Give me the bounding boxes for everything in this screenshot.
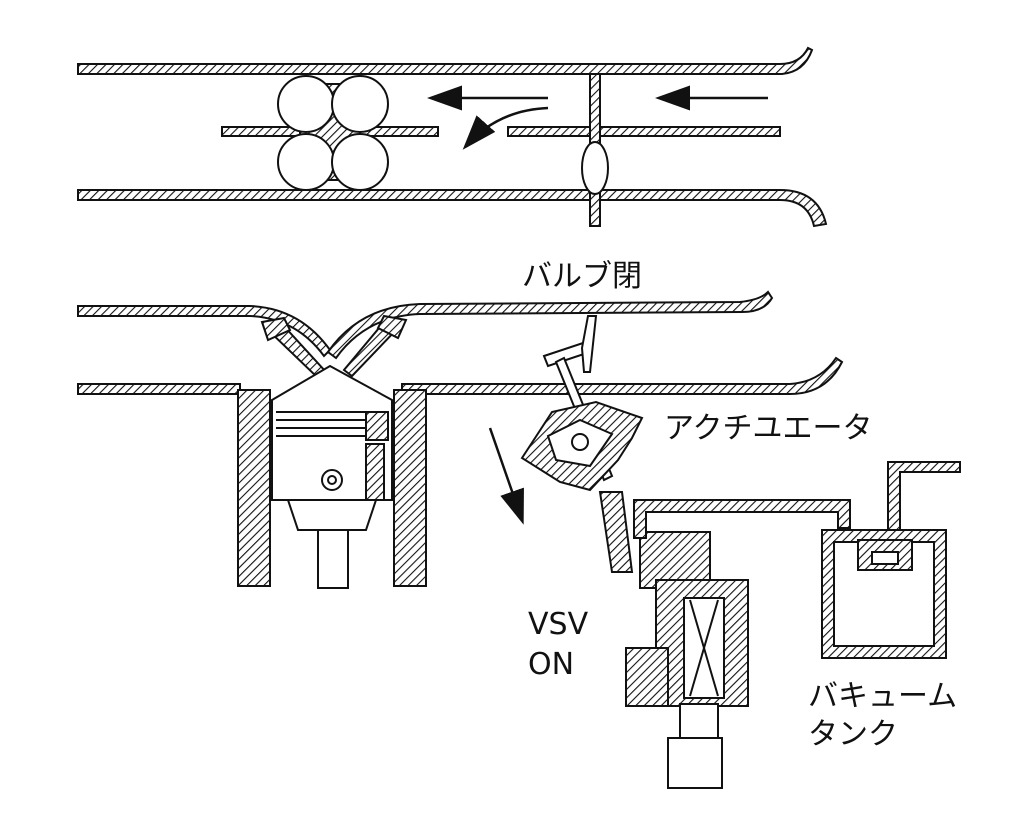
actuator-vacuum-hose [598, 491, 634, 573]
actuator-body [520, 400, 644, 492]
flow-arrow-curve [462, 106, 549, 150]
engine-valves [260, 314, 408, 380]
port-cluster [277, 75, 389, 191]
vacuum-tank-body [821, 461, 961, 659]
label-vsv: VSV [528, 607, 589, 642]
butterfly-valve-top [581, 141, 609, 195]
lower-intake-manifold [77, 290, 844, 395]
label-vacuum-tank-2: タンク [808, 717, 898, 752]
piston [271, 364, 393, 589]
label-vsv-on: ON [528, 647, 575, 682]
engine-cylinder [237, 389, 427, 587]
label-valve-closed: バルブ閉 [522, 259, 642, 294]
label-actuator: アクチユエータ [664, 411, 873, 446]
vsv-valve [625, 531, 749, 789]
vacuum-pipe [633, 499, 851, 539]
valve-motion-arrow [488, 427, 524, 525]
label-vacuum-tank: バキューム [808, 679, 958, 714]
upper-intake-duct [77, 46, 828, 228]
